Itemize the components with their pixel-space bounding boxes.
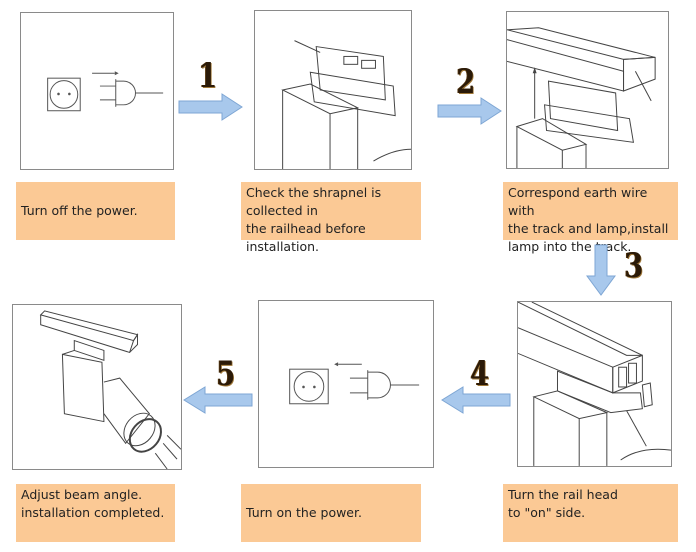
step-1-illustration <box>20 12 174 170</box>
railhead-adapter-icon <box>281 40 411 169</box>
step-2-illustration <box>254 10 412 170</box>
rail-head-turn-icon <box>518 302 671 466</box>
arrow-left-icon <box>183 386 253 414</box>
step-6-caption: Adjust beam angle. installation complete… <box>16 484 175 542</box>
step-4-caption: Turn the rail head to "on" side. <box>503 484 678 542</box>
step-1-number: 1 <box>198 56 218 96</box>
arrow-right-icon <box>178 93 243 121</box>
step-2-number: 2 <box>456 62 476 102</box>
lamp-into-track-icon <box>507 27 656 168</box>
step-3-caption: Correspond earth wire with the track and… <box>503 182 678 254</box>
arrow-left-icon <box>441 386 511 414</box>
step-5-illustration <box>258 300 434 468</box>
step-5-caption: Turn on the power. <box>241 484 421 542</box>
step-5-number: 5 <box>216 354 236 394</box>
step-4-number: 4 <box>470 354 490 394</box>
step-1-caption: Turn off the power. <box>16 182 175 240</box>
step-3-illustration <box>506 11 669 169</box>
arrow-right-icon <box>437 97 502 125</box>
step-2-caption: Check the shrapnel is collected in the r… <box>241 182 421 254</box>
step-6-illustration <box>12 304 182 470</box>
arrow-down-icon <box>586 244 616 296</box>
socket-plug-icon <box>47 71 164 112</box>
adjust-beam-icon <box>39 310 181 469</box>
socket-plug-icon <box>289 362 420 405</box>
step-4-illustration <box>517 301 672 467</box>
step-3-number: 3 <box>624 246 644 286</box>
